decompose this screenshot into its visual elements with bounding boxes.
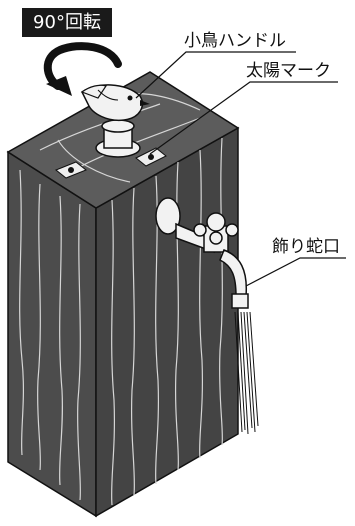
faucet-label: 飾り蛇口 [272,237,340,257]
faucet-icon [155,197,249,309]
leader-lines [135,51,346,287]
bird-handle-label: 小鳥ハンドル [184,31,286,51]
plate-left-icon [55,161,87,179]
rotation-arrow-icon [43,42,122,96]
sun-mark-icon [135,147,167,167]
water-stream-icon [234,311,259,435]
rotation-badge-text: 90°回転 [33,12,101,33]
rotation-badge: 90°回転 [22,8,112,37]
bird-icon [80,84,150,122]
sun-mark-label: 太陽マーク [246,61,331,81]
bird-handle-base [95,119,141,158]
wood-grain [19,93,223,506]
